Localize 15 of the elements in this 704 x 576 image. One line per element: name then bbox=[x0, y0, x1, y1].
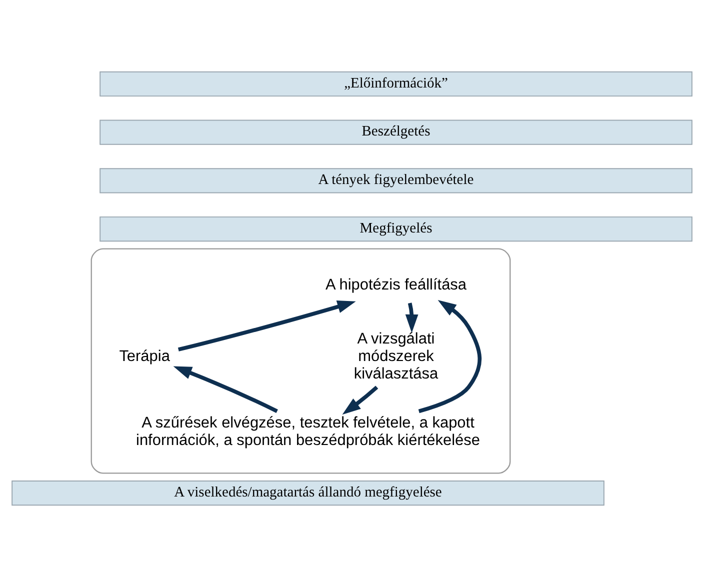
node-box: A viselkedés/magatartás állandó megfigyelése bbox=[12, 480, 604, 506]
node-text: A hipotézis feállítása bbox=[325, 276, 467, 293]
arrow bbox=[418, 299, 482, 413]
node-text: A szűrések elvégzése, tesztek felvétele, a kapott információk, a spontán beszédpróbák kiértékelése bbox=[136, 414, 480, 448]
arrow bbox=[178, 300, 356, 351]
node-box: „Előinformációk” bbox=[100, 70, 692, 96]
node-box: Beszélgetés bbox=[100, 119, 692, 144]
cluster bbox=[90, 248, 511, 474]
arrow bbox=[173, 366, 278, 412]
node-box: Megfigyelés bbox=[100, 216, 692, 242]
node-box: A tények figyelembevétele bbox=[100, 168, 692, 193]
arrow bbox=[342, 385, 378, 414]
arrow bbox=[405, 302, 418, 332]
node-text: Terápia bbox=[119, 347, 170, 364]
node-text: A vizsgálati módszerek kiválasztása bbox=[354, 330, 438, 382]
